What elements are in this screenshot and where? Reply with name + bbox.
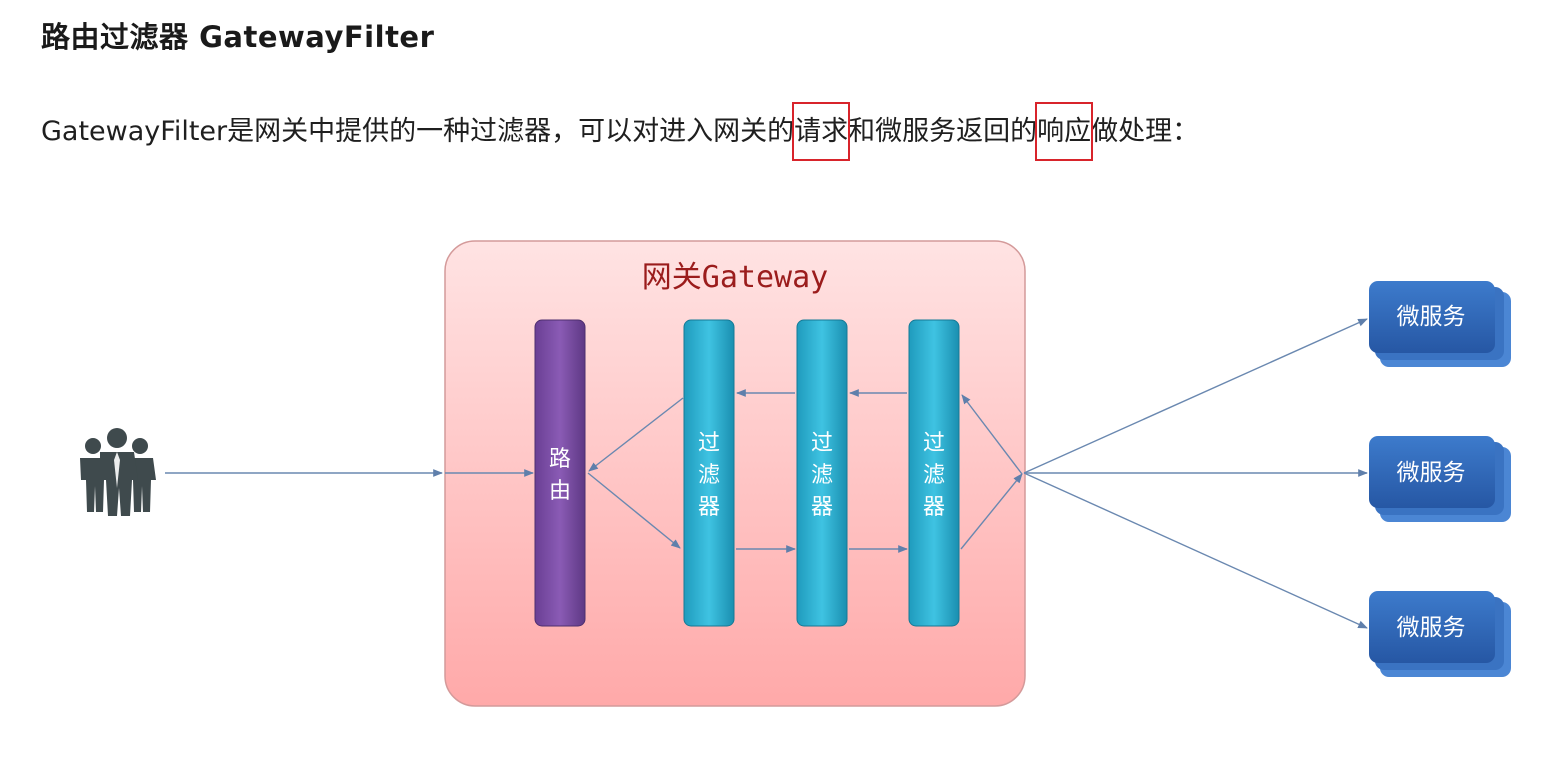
filter-2-label-3: 器 bbox=[811, 495, 833, 520]
arrow-router-to-filter-1 bbox=[587, 472, 681, 549]
flow-arrows bbox=[165, 318, 1368, 629]
filter-column-2: 过 滤 器 bbox=[796, 319, 848, 627]
arrow-filter-1-to-router bbox=[588, 397, 684, 472]
users-group-icon bbox=[80, 428, 156, 516]
highlight-request: 请求 bbox=[792, 102, 851, 161]
service-box-1: 微服务 bbox=[1369, 281, 1511, 367]
gateway-title: 网关Gateway bbox=[642, 260, 828, 295]
service-box-3: 微服务 bbox=[1369, 591, 1511, 677]
description-part-2: 和微服务返回的 bbox=[848, 116, 1038, 147]
filter-1-label-3: 器 bbox=[698, 495, 720, 520]
router-label-1: 路 bbox=[549, 447, 571, 472]
filter-1-label-1: 过 bbox=[698, 431, 720, 456]
description-text: GatewayFilter是网关中提供的一种过滤器，可以对进入网关的请求和微服务… bbox=[41, 102, 1200, 161]
filter-3-label-1: 过 bbox=[923, 431, 945, 456]
filter-column-1: 过 滤 器 bbox=[683, 319, 735, 627]
arrow-to-service-1 bbox=[1023, 318, 1368, 474]
highlight-response: 响应 bbox=[1035, 102, 1094, 161]
router-label-2: 由 bbox=[549, 479, 571, 504]
arrow-filter-3-to-exit bbox=[960, 473, 1023, 550]
service-2-label: 微服务 bbox=[1397, 460, 1466, 486]
service-3-label: 微服务 bbox=[1397, 615, 1466, 641]
arrow-exit-to-filter-3 bbox=[961, 394, 1023, 475]
filter-3-label-3: 器 bbox=[923, 495, 945, 520]
arrow-to-service-3 bbox=[1023, 472, 1368, 629]
description-part-3: 做处理： bbox=[1091, 116, 1200, 147]
filter-1-label-2: 滤 bbox=[698, 463, 720, 488]
service-1-label: 微服务 bbox=[1397, 304, 1466, 330]
filter-column-3: 过 滤 器 bbox=[908, 319, 960, 627]
description-part-1: GatewayFilter是网关中提供的一种过滤器，可以对进入网关的 bbox=[41, 116, 795, 147]
filter-2-label-2: 滤 bbox=[811, 463, 833, 488]
filter-2-label-1: 过 bbox=[811, 431, 833, 456]
router-column: 路 由 bbox=[534, 319, 586, 627]
page-title: 路由过滤器 GatewayFilter bbox=[41, 20, 435, 54]
filter-3-label-2: 滤 bbox=[923, 463, 945, 488]
service-box-2: 微服务 bbox=[1369, 436, 1511, 522]
